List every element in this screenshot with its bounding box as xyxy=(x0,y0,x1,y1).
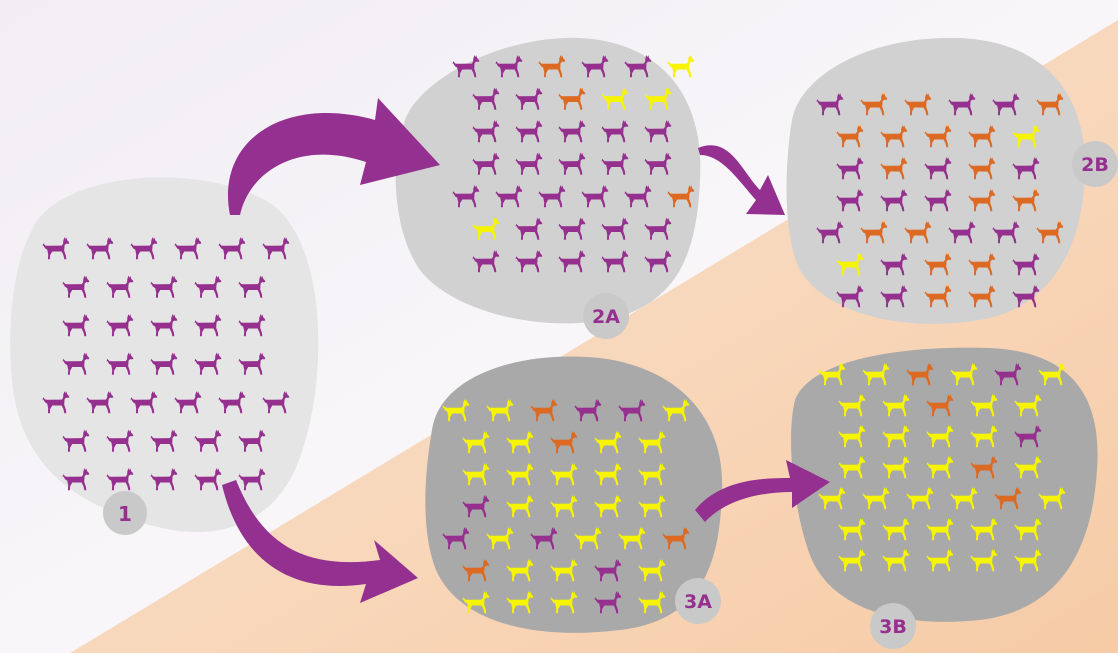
badge-2a-label: 2A xyxy=(592,306,620,328)
badge-3b: 3B xyxy=(870,603,916,649)
badge-2b-label: 2B xyxy=(1081,154,1109,176)
badge-1: 1 xyxy=(103,491,147,535)
population-2a-blob xyxy=(396,38,701,324)
population-2b-blob xyxy=(787,38,1085,324)
population-3b-blob xyxy=(791,348,1098,622)
badge-2b: 2B xyxy=(1072,141,1118,187)
badge-1-label: 1 xyxy=(118,502,132,526)
badge-3a: 3A xyxy=(675,578,721,624)
badge-3a-label: 3A xyxy=(684,591,712,613)
badge-3b-label: 3B xyxy=(879,616,907,638)
badge-2a: 2A xyxy=(583,293,629,339)
